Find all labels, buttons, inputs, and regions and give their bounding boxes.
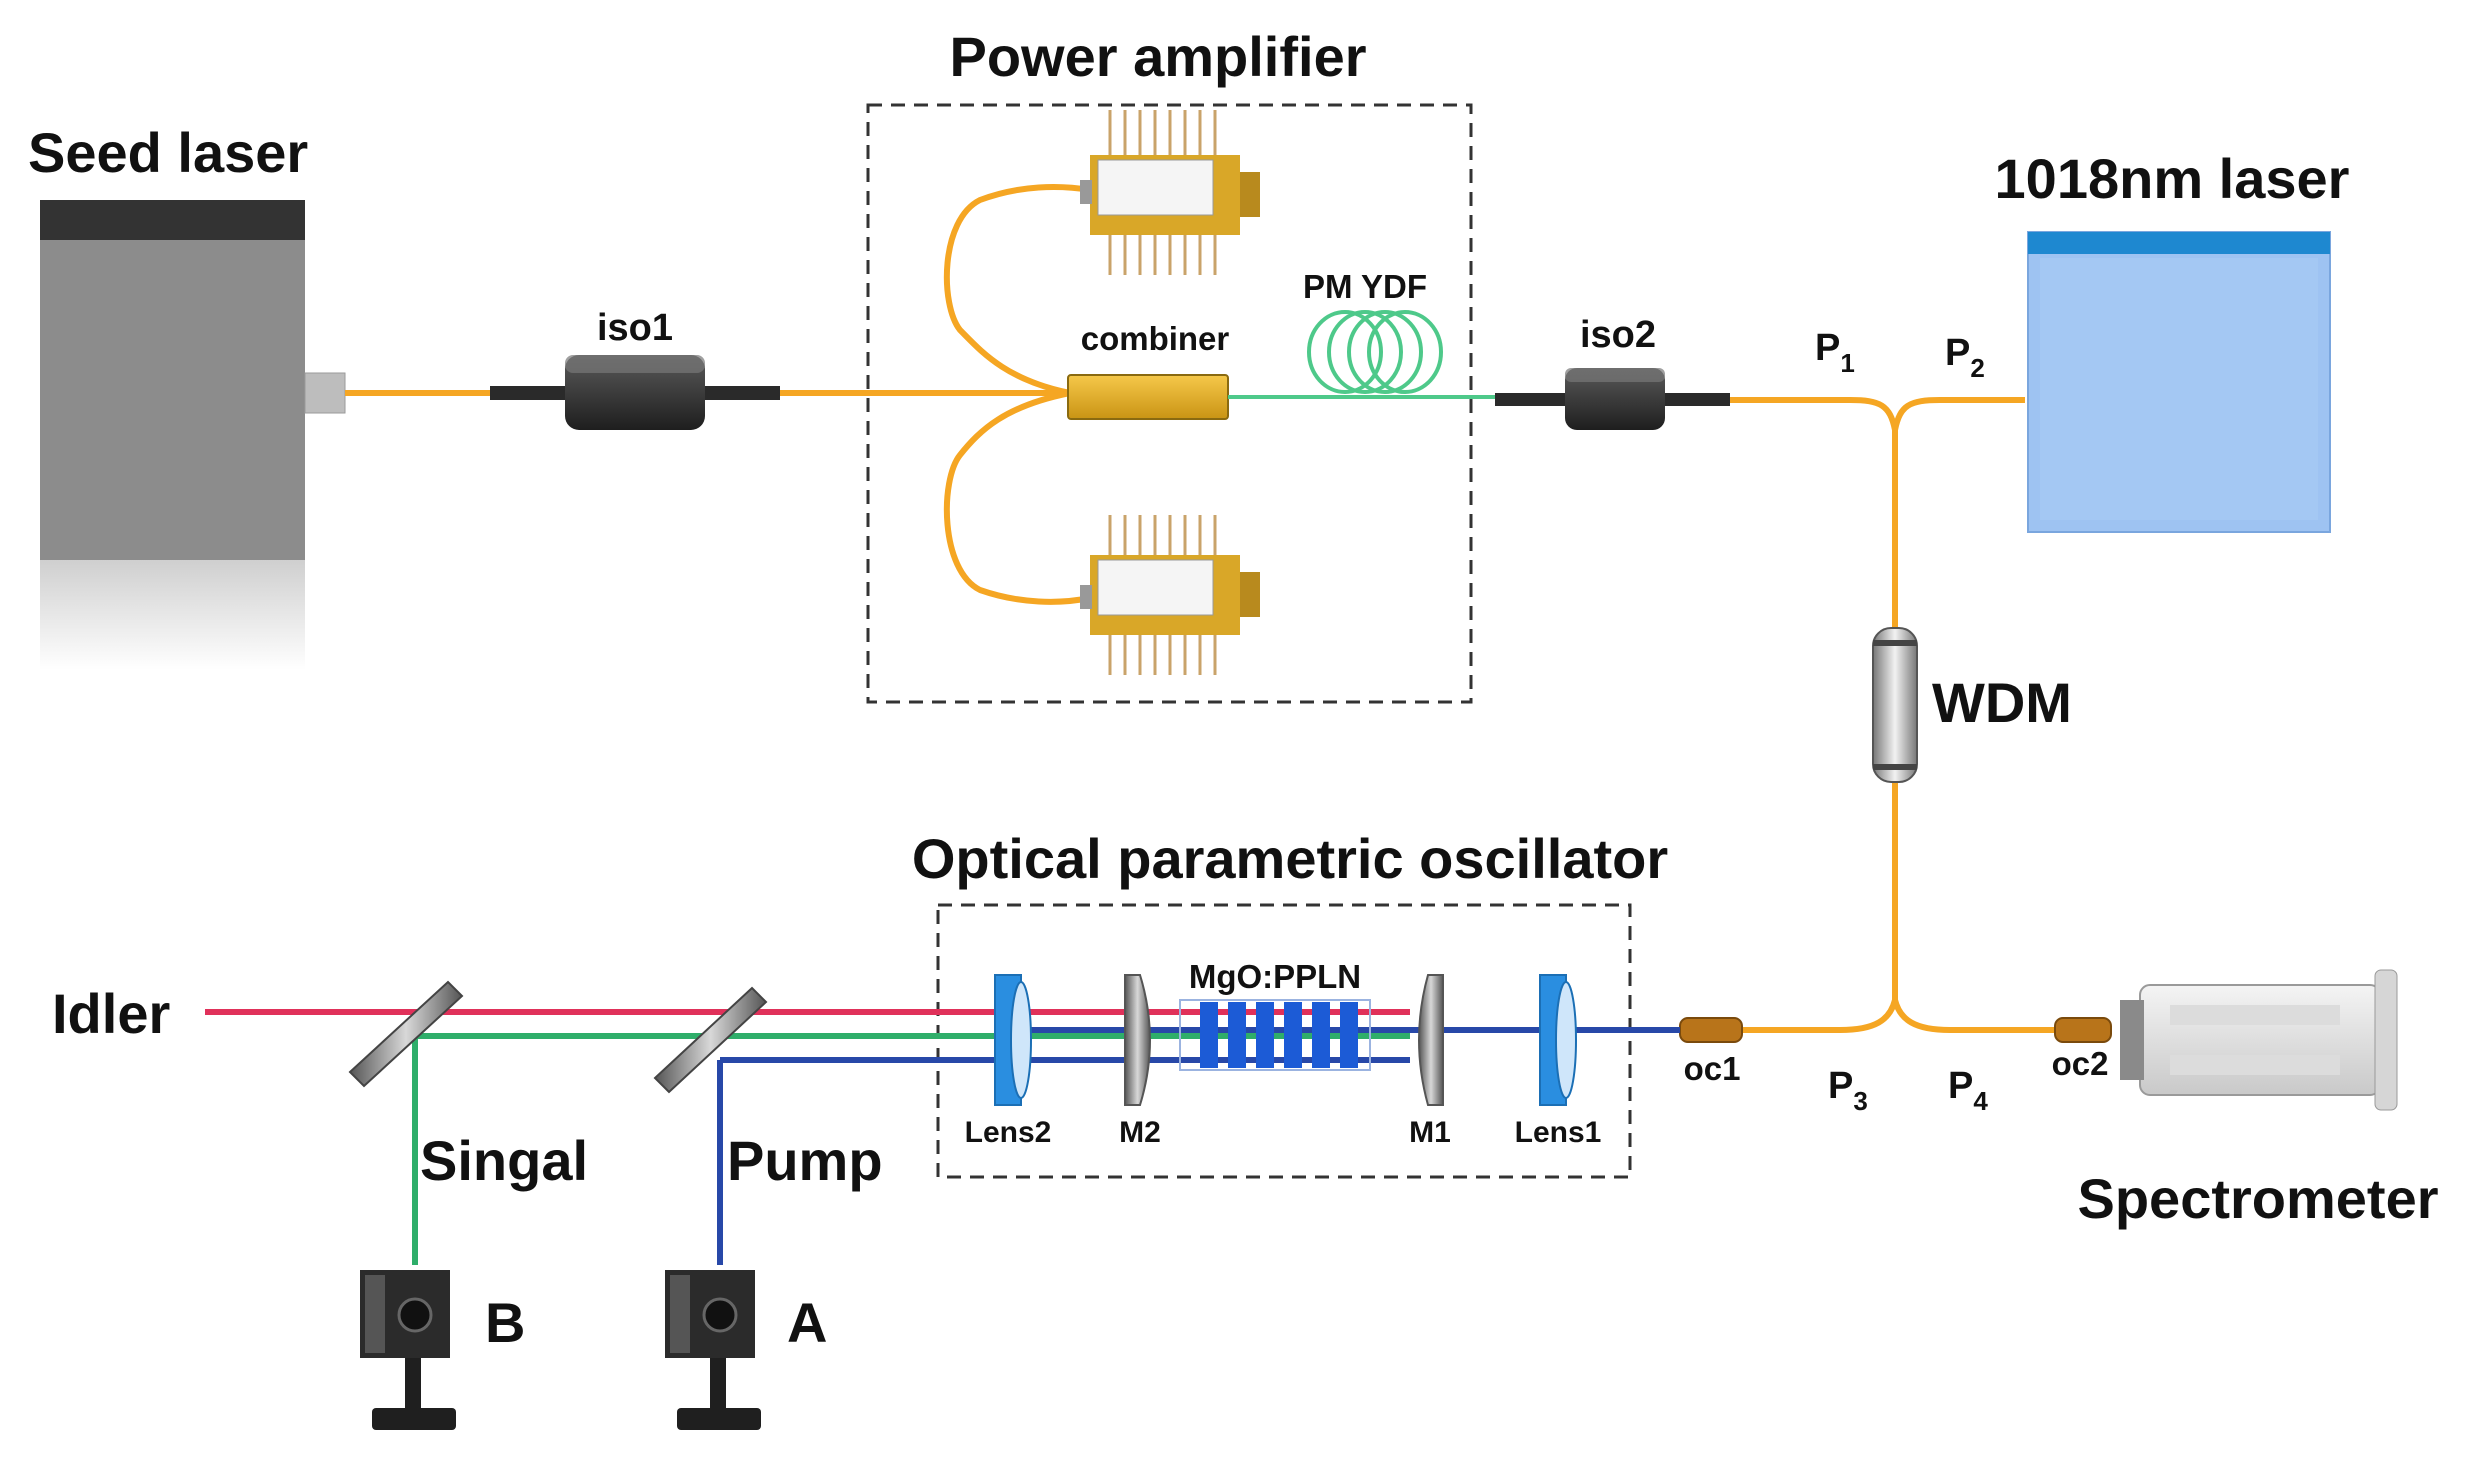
output-beams [205, 1009, 750, 1265]
seed-laser-body [40, 200, 305, 560]
dichroic-mirror-2 [653, 986, 768, 1094]
seed-laser-port [304, 372, 346, 414]
label-seed-laser: Seed laser [28, 121, 308, 184]
label-p4: P4 [1948, 1065, 1988, 1116]
label-power-amplifier: Power amplifier [949, 25, 1366, 88]
label-p3: P3 [1828, 1065, 1868, 1116]
label-lens1: Lens1 [1515, 1116, 1602, 1149]
opo-box [936, 903, 1632, 1179]
label-m1: M1 [1409, 1116, 1451, 1149]
label-wdm: WDM [1932, 671, 2072, 734]
label-spectrometer: Spectrometer [2077, 1167, 2438, 1230]
crystal-ppln [1179, 999, 1371, 1071]
label-combiner: combiner [1081, 320, 1230, 357]
opo-beams [750, 1009, 1410, 1063]
pump-diode-upper [1080, 110, 1260, 275]
fiber-coupler-bottom [1720, 999, 2060, 1033]
label-idler: Idler [52, 982, 170, 1045]
mirror-m2 [1124, 974, 1151, 1106]
wdm [1872, 627, 1918, 783]
mirror-m1 [1418, 974, 1444, 1106]
label-iso1: iso1 [597, 307, 673, 349]
dichroic-mirror-1 [348, 980, 464, 1088]
label-pump: Pump [727, 1129, 883, 1192]
label-1018nm-laser: 1018nm laser [1995, 147, 2350, 210]
combiner [1067, 374, 1229, 420]
detector-a [665, 1270, 761, 1430]
label-oc2: oc2 [2052, 1045, 2109, 1082]
fiber-paths [345, 184, 2060, 1033]
seed-laser-top [40, 200, 305, 240]
power-amplifier-box [866, 103, 1473, 704]
label-p1: P1 [1815, 327, 1855, 378]
fiber-pump-lower [943, 390, 1091, 605]
label-lens2: Lens2 [965, 1116, 1052, 1149]
pump-diode-lower [1080, 515, 1260, 675]
label-detector-a: A [787, 1291, 827, 1354]
label-p2: P2 [1945, 332, 1985, 383]
lens2 [994, 974, 1032, 1106]
spectrometer [2120, 969, 2398, 1111]
laser-1018nm [2027, 231, 2331, 533]
collimator-oc2 [2054, 1017, 2112, 1043]
pm-ydf-coil [1228, 310, 1500, 399]
collimator-oc1 [1679, 1017, 1743, 1043]
isolator-1 [490, 355, 780, 430]
detector-b [360, 1270, 456, 1430]
label-signal: Singal [420, 1129, 588, 1192]
label-opo: Optical parametric oscillator [912, 827, 1668, 890]
seed-laser-reflection [40, 560, 305, 670]
fiber-pump-upper [943, 184, 1091, 396]
fiber-coupler-top [1849, 397, 2025, 431]
isolator-2 [1495, 368, 1730, 430]
label-pm-ydf: PM YDF [1303, 268, 1427, 305]
label-iso2: iso2 [1580, 314, 1656, 356]
label-oc1: oc1 [1684, 1050, 1741, 1087]
label-m2: M2 [1119, 1116, 1161, 1149]
lens1 [1539, 974, 1577, 1106]
label-detector-b: B [485, 1291, 525, 1354]
seed-laser [40, 200, 346, 670]
label-crystal: MgO:PPLN [1189, 958, 1361, 995]
